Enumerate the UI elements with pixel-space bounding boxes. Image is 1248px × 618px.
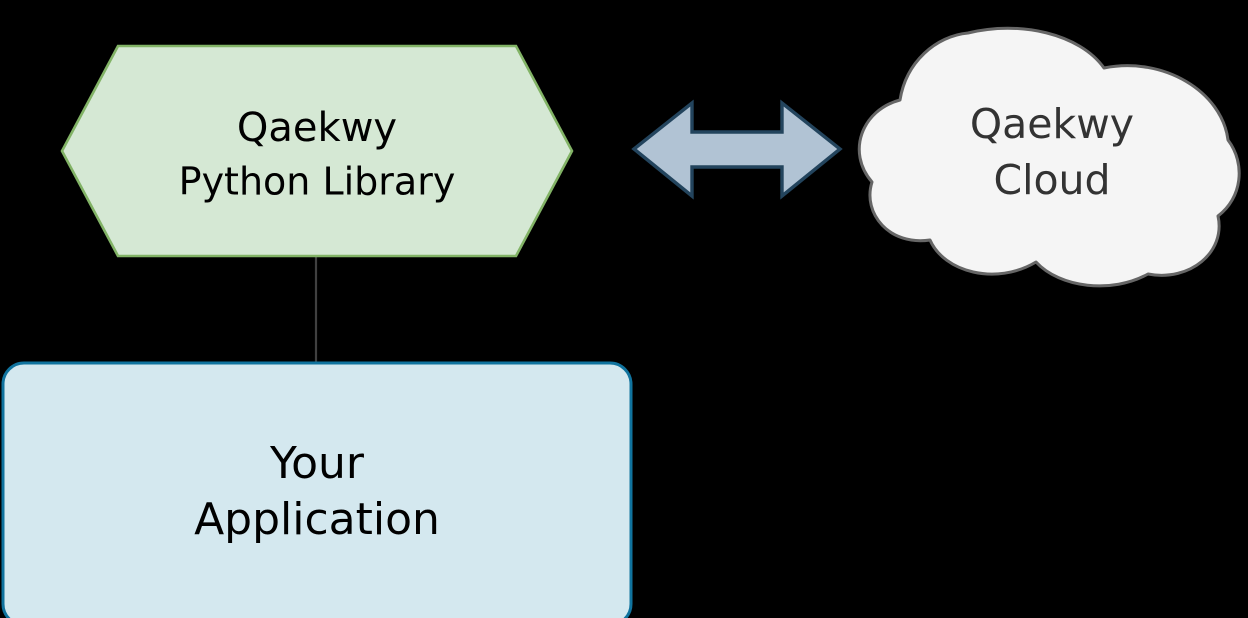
qaekwy-python-library-node[interactable]: Qaekwy Python Library — [60, 44, 574, 258]
cloud-shape[interactable] — [857, 26, 1241, 288]
qaekwy-python-library-label-line2: Python Library — [179, 160, 456, 204]
double-headed-arrow-shape[interactable] — [631, 99, 843, 200]
qaekwy-cloud-label-line1: Qaekwy — [970, 100, 1134, 148]
bidirectional-arrow[interactable] — [631, 99, 843, 200]
qaekwy-cloud-node[interactable]: Qaekwy Cloud — [857, 26, 1241, 288]
your-application-node[interactable]: Your Application — [1, 361, 633, 618]
hexagon-shape[interactable] — [60, 44, 574, 258]
rounded-rectangle-shape[interactable] — [1, 361, 633, 618]
your-application-label-line2: Application — [194, 494, 440, 545]
qaekwy-python-library-label-line1: Qaekwy — [237, 105, 397, 151]
qaekwy-cloud-label-line2: Cloud — [993, 156, 1110, 204]
your-application-label-line1: Your — [269, 438, 365, 489]
